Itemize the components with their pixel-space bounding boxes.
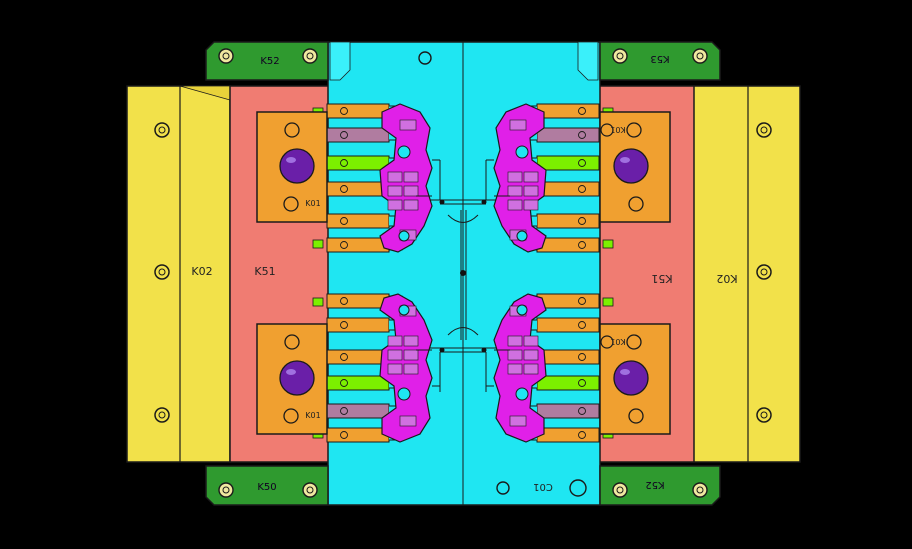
block-br-label: K01: [610, 337, 625, 346]
pin-tab: [326, 427, 390, 443]
cavity-bottom-right: [486, 293, 614, 443]
pin-tab: [326, 317, 390, 333]
clamp-bottom-right-label: K52: [645, 479, 664, 490]
pin-tab: [536, 103, 600, 119]
plate-right: K02: [691, 85, 801, 463]
pin-tab: [536, 427, 600, 443]
pin-tab: [326, 349, 390, 365]
clamp-bottom-left: K50: [205, 465, 329, 506]
pin-tab: [536, 181, 600, 197]
pin-tab: [326, 155, 390, 171]
pin-tab: [326, 181, 390, 197]
pin-tab: [536, 213, 600, 229]
pin-tab: [536, 375, 600, 391]
pin-tab: [326, 293, 390, 309]
clamp-top-right: K53: [599, 41, 721, 81]
cavity-top-left: [312, 103, 440, 253]
bolt-icon: [154, 122, 772, 423]
plate-left-label: K02: [191, 265, 212, 278]
block-bl-label: K01: [305, 411, 320, 420]
slide-left-label: K51: [254, 265, 275, 278]
pin-tab: [536, 293, 600, 309]
cavity-inserts: [312, 103, 614, 443]
plate-right-label: K02: [716, 272, 737, 285]
block-bottom-right: K01: [599, 323, 671, 435]
clamp-bottom-right: K52: [599, 465, 721, 506]
knob-icon: [279, 360, 315, 396]
plate-left: K02: [126, 85, 231, 463]
pin-tab: [326, 127, 390, 143]
pin-tab: [326, 237, 390, 253]
clamp-bottom-left-label: K50: [257, 482, 276, 493]
core-label: C01: [533, 481, 553, 492]
clamp-top-right-label: K53: [650, 53, 669, 64]
pin-tab: [536, 317, 600, 333]
pin-tab: [326, 375, 390, 391]
block-top-left: K01: [256, 111, 328, 223]
pin-tab: [326, 403, 390, 419]
block-bottom-left: K01: [256, 323, 328, 435]
pin-tab: [536, 403, 600, 419]
pin-tab: [326, 103, 390, 119]
slide-right-label: K51: [651, 272, 672, 285]
knob-icon: [279, 148, 315, 184]
pin-tab: [536, 127, 600, 143]
clamp-top-left: K52: [205, 41, 329, 81]
pin-tab: [536, 349, 600, 365]
clamp-top-left-label: K52: [260, 56, 279, 67]
block-top-right: K01: [599, 111, 671, 223]
block-tr-label: K01: [610, 125, 625, 134]
pin-tab: [536, 155, 600, 171]
pin-tab: [326, 213, 390, 229]
knob-icon: [613, 360, 649, 396]
pin-tab: [536, 237, 600, 253]
knob-icon: [613, 148, 649, 184]
block-tl-label: K01: [305, 199, 320, 208]
